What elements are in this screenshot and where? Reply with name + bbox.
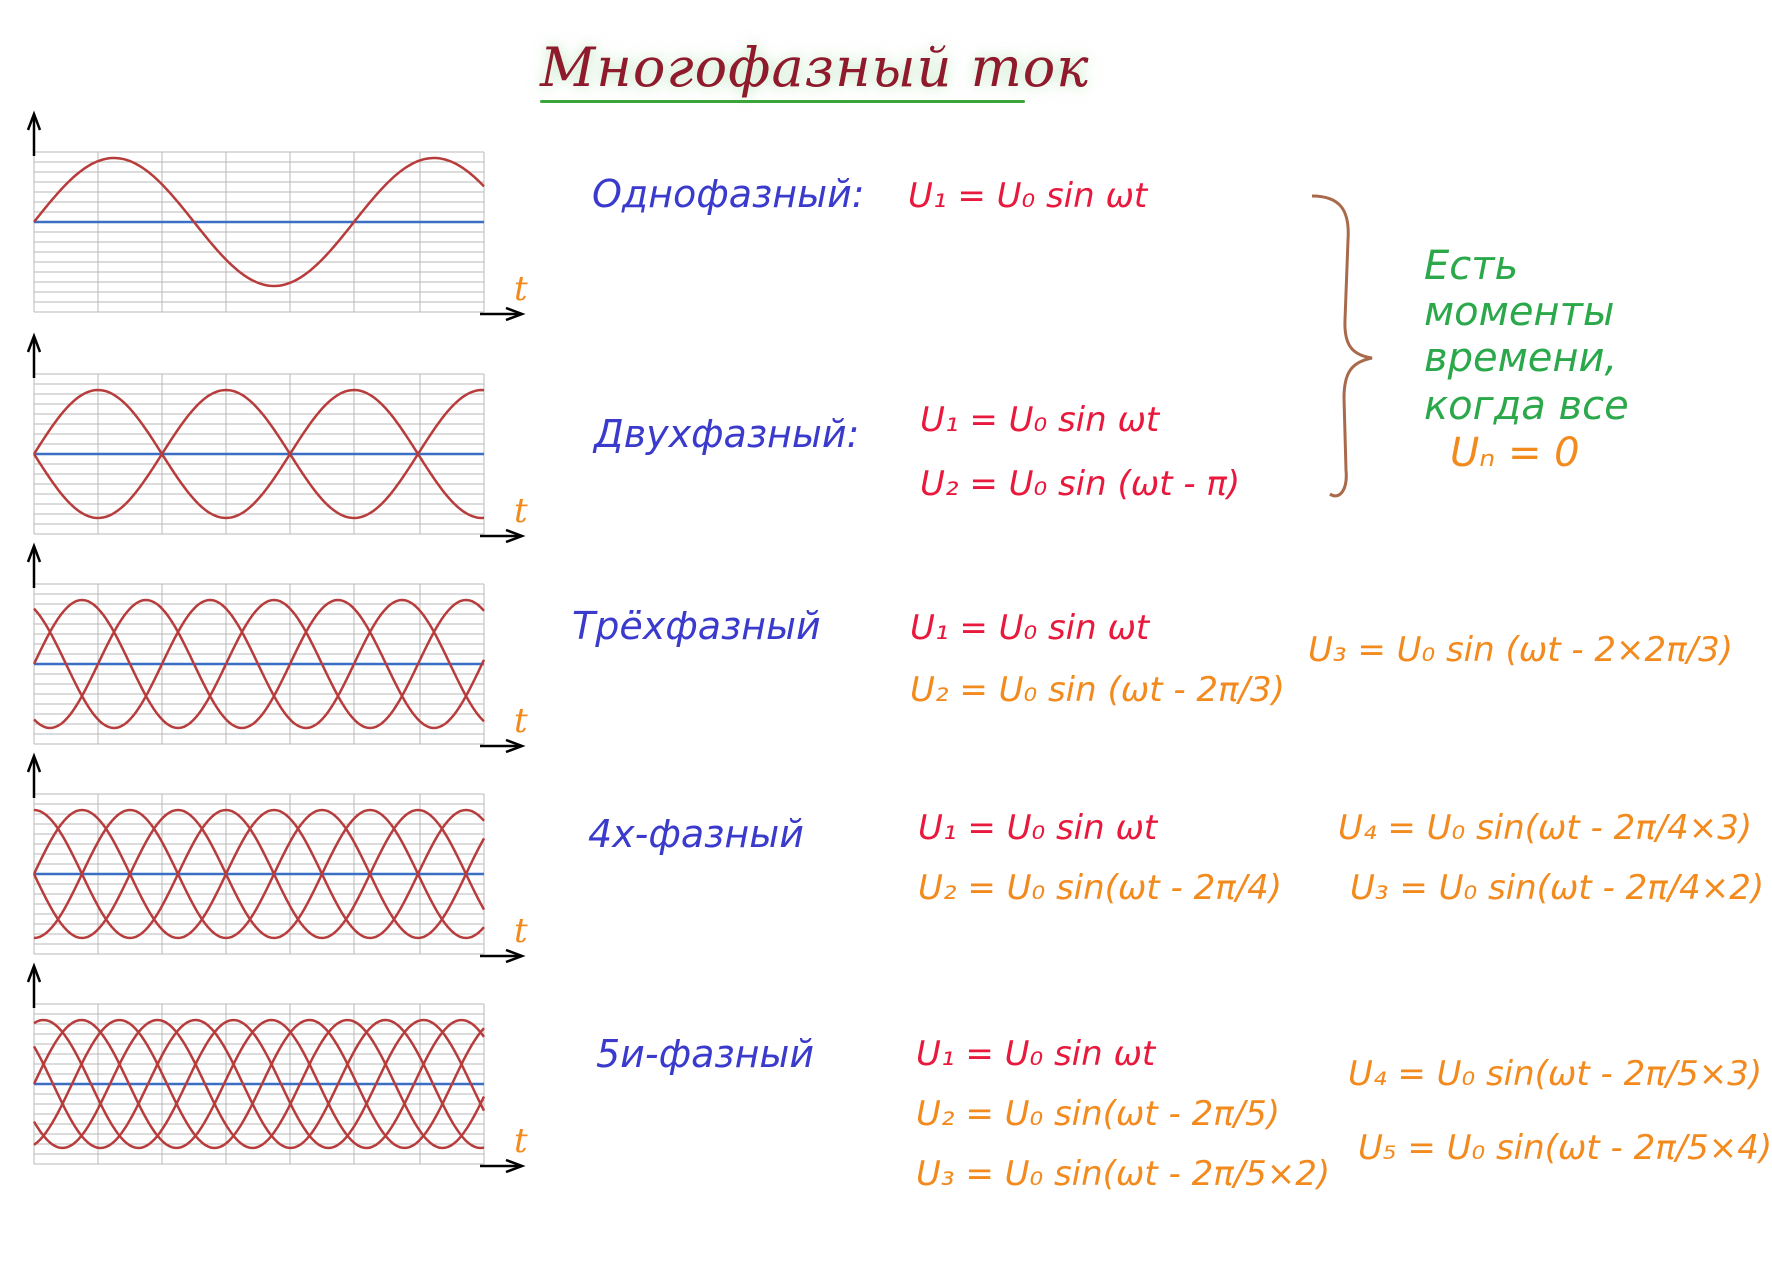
equation-four-u2: U₂ = U₀ sin(ωt - 2π/4) (918, 868, 1283, 908)
y-axis-arrowhead (26, 332, 42, 353)
axis-label-t: t (514, 701, 528, 741)
axis-label-t: t (514, 491, 528, 531)
equation-single-u1: U₁ = U₀ sin ωt (908, 176, 1148, 216)
x-axis-arrowhead (505, 528, 526, 544)
title-underline (540, 100, 1025, 103)
phase-wave (32, 808, 485, 940)
axis-label-t: t (514, 269, 528, 309)
phase-wave (33, 1018, 485, 1150)
phase-wave (33, 598, 486, 730)
equation-four-u3: U₃ = U₀ sin(ωt - 2π/4×2) (1350, 868, 1765, 908)
phase-wave (32, 808, 485, 940)
x-axis-arrowhead (505, 306, 526, 322)
phase-wave (32, 1018, 485, 1150)
y-axis-arrowhead (26, 962, 42, 983)
page-title: Многофазный ток (540, 36, 1090, 99)
x-axis-arrowhead (505, 948, 526, 964)
label-single-phase: Однофазный: (592, 172, 865, 216)
equation-three-u3: U₃ = U₀ sin (ωt - 2×2π/3) (1308, 630, 1733, 670)
note-line-1: Есть (1424, 243, 1519, 289)
note-equation: Uₙ = 0 (1450, 430, 1580, 476)
equation-four-u4: U₄ = U₀ sin(ωt - 2π/4×3) (1338, 808, 1753, 848)
phase-wave (33, 808, 486, 940)
equation-five-u5: U₅ = U₀ sin(ωt - 2π/5×4) (1358, 1128, 1772, 1168)
note-line-2: моменты (1424, 289, 1615, 335)
phase-wave (32, 388, 485, 520)
label-four-phase: 4х-фазный (588, 812, 804, 856)
label-three-phase: Трёхфазный (572, 604, 821, 648)
equation-five-u3: U₃ = U₀ sin(ωt - 2π/5×2) (916, 1154, 1331, 1194)
axis-label-t: t (514, 1121, 528, 1161)
equation-two-u1: U₁ = U₀ sin ωt (920, 400, 1160, 440)
x-axis-arrowhead (505, 738, 526, 754)
equation-three-u2: U₂ = U₀ sin (ωt - 2π/3) (910, 670, 1285, 710)
phase-wave (32, 1018, 486, 1150)
phase-wave (32, 388, 485, 520)
y-axis-arrowhead (26, 752, 42, 773)
label-five-phase: 5и-фазный (596, 1032, 815, 1076)
axis-label-t: t (514, 911, 528, 951)
phase-wave (32, 1018, 485, 1150)
equation-five-u4: U₄ = U₀ sin(ωt - 2π/5×3) (1348, 1054, 1763, 1094)
y-axis-arrowhead (26, 542, 42, 563)
phase-wave (33, 1018, 486, 1150)
equation-two-u2: U₂ = U₀ sin (ωt - π) (920, 464, 1241, 504)
label-two-phase: Двухфазный: (594, 412, 860, 456)
note-line-4: когда все (1424, 383, 1629, 429)
equation-five-u1: U₁ = U₀ sin ωt (916, 1034, 1156, 1074)
phase-wave (32, 598, 485, 730)
equation-three-u1: U₁ = U₀ sin ωt (910, 608, 1150, 648)
phase-wave (33, 156, 485, 288)
note-line-3: времени, (1424, 335, 1618, 381)
phase-wave (33, 598, 485, 730)
equation-five-u2: U₂ = U₀ sin(ωt - 2π/5) (916, 1094, 1281, 1134)
y-axis-arrowhead (26, 110, 42, 131)
curly-brace (1311, 194, 1373, 498)
phase-wave (33, 808, 486, 940)
equation-four-u1: U₁ = U₀ sin ωt (918, 808, 1158, 848)
x-axis-arrowhead (505, 1158, 526, 1174)
